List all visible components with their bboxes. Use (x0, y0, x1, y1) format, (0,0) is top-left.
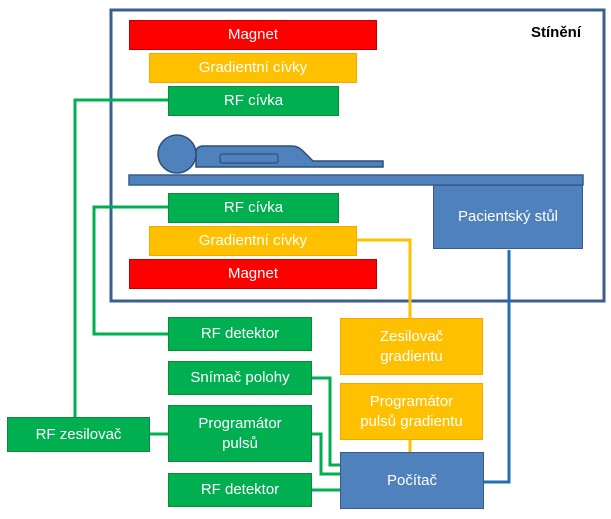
shielding-border (109, 8, 606, 303)
rf-line-position-sensor-to-computer (312, 376, 340, 467)
patient-arm (219, 153, 279, 164)
gradient-coils-top: Gradientní cívky (149, 53, 357, 83)
rf-line-bottom-coil-to-detector (92, 205, 168, 336)
rf-detector-lower: RF detektor (168, 473, 312, 507)
rf-coil-top: RF cívka (168, 86, 339, 116)
rf-line-top-coil-to-amplifier (73, 98, 168, 417)
position-sensor: Snímač polohy (168, 361, 312, 395)
rf-line-programmer-to-computer (312, 432, 340, 476)
table-top (128, 174, 584, 186)
pulse-programmer: Programátor pulsů (168, 405, 312, 462)
gradient-coils-bottom: Gradientní cívky (149, 226, 357, 256)
magnet-bottom: Magnet (129, 259, 377, 289)
rf-detector-upper: RF detektor (168, 317, 312, 351)
rf-coil-bottom: RF cívka (168, 193, 339, 223)
gradient-amplifier: Zesilovač gradientu (340, 318, 483, 375)
patient-table-box: Pacientský stůl (433, 185, 583, 249)
rf-amplifier: RF zesilovač (7, 417, 150, 452)
patient-head (157, 134, 197, 174)
gradient-pulse-programmer: Programátor pulsů gradientu (340, 383, 483, 440)
magnet-top: Magnet (129, 20, 377, 50)
gradient-line-coils-to-amplifier (357, 238, 412, 318)
table-line-to-computer (484, 250, 511, 484)
computer-box: Počítač (340, 452, 484, 509)
shielding-label: Stínění (531, 24, 582, 41)
